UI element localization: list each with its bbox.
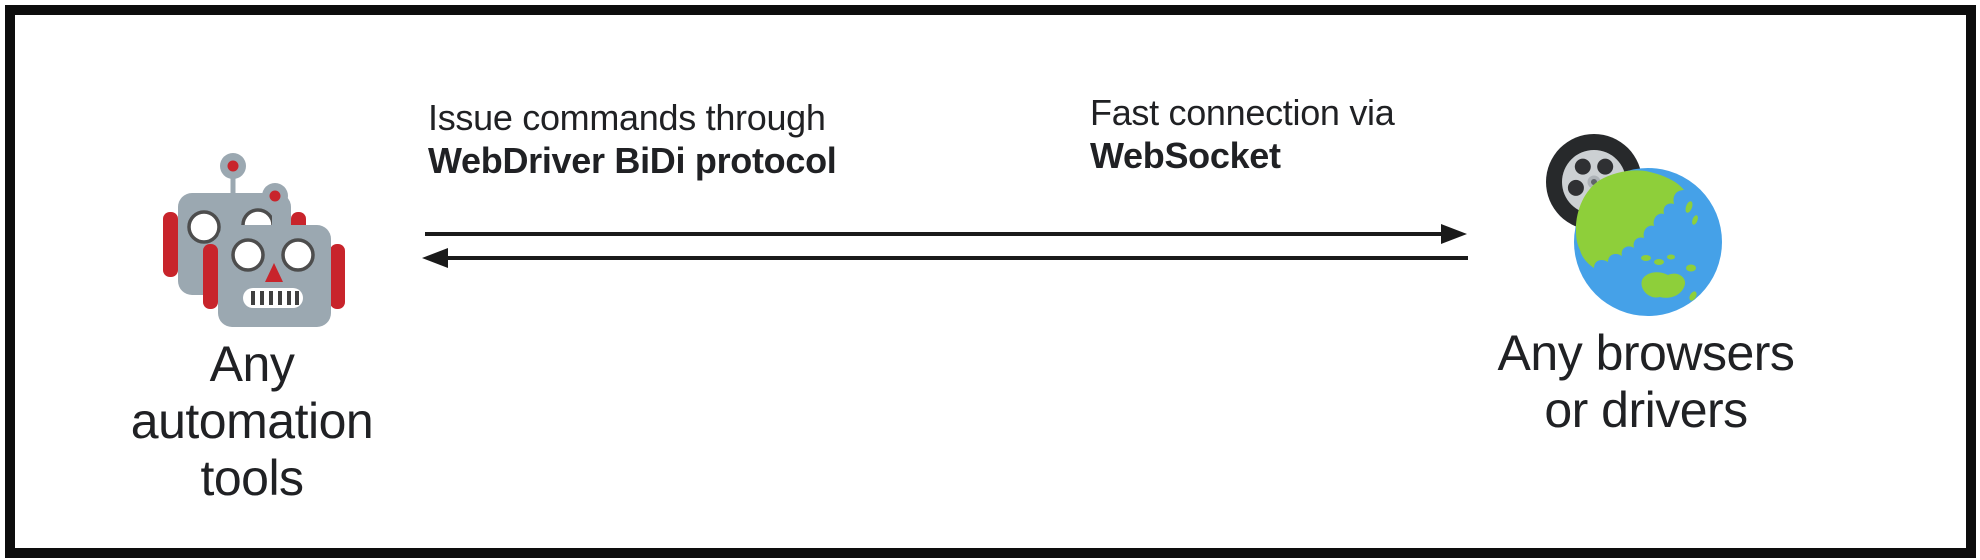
globe-icon — [1574, 168, 1722, 316]
left-caption-line: Any — [209, 336, 295, 392]
response-label-regular: Fast connection via — [1090, 92, 1395, 133]
arrow-left-head-icon — [422, 248, 448, 268]
right-caption-line: or drivers — [1544, 382, 1748, 438]
request-label: Issue commands through WebDriver BiDi pr… — [428, 96, 837, 182]
request-label-bold: WebDriver BiDi protocol — [428, 140, 837, 181]
right-caption-line: Any browsers — [1497, 325, 1795, 381]
wheel-globe-icon — [1546, 134, 1722, 316]
response-label-bold: WebSocket — [1090, 135, 1281, 176]
arrow-left-line — [440, 256, 1468, 260]
arrow-right-head-icon — [1441, 224, 1467, 244]
left-node-caption: Any automation tools — [42, 336, 462, 507]
left-caption-line: tools — [200, 450, 304, 506]
robots-icon — [163, 153, 345, 327]
request-label-regular: Issue commands through — [428, 97, 826, 138]
arrow-right-line — [425, 232, 1449, 236]
robot-front — [203, 183, 345, 327]
response-label: Fast connection via WebSocket — [1090, 91, 1395, 177]
left-caption-line: automation — [130, 393, 374, 449]
right-node-caption: Any browsers or drivers — [1436, 325, 1856, 439]
